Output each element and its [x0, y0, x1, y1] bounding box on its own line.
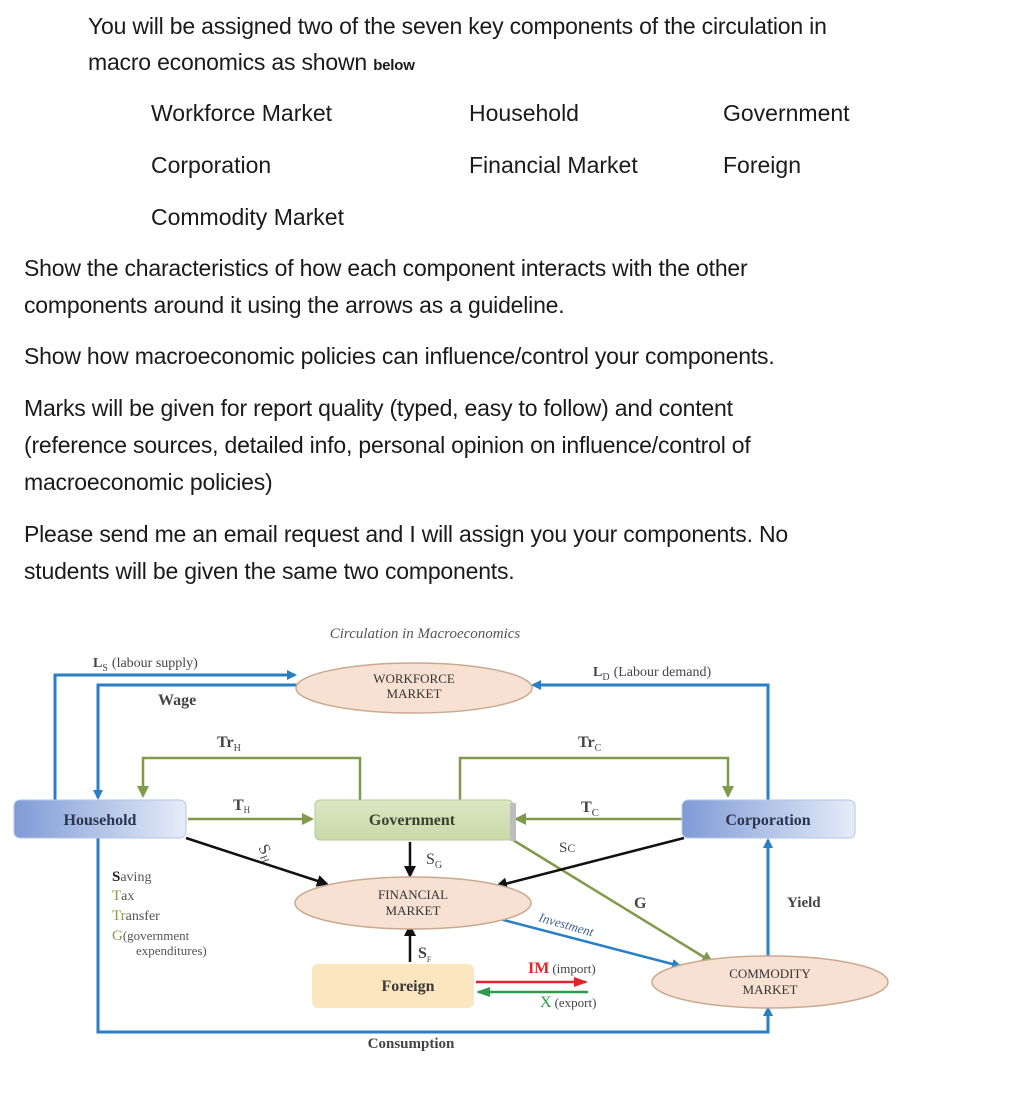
node-workforce-market: WORKFORCE MARKET — [295, 662, 533, 714]
corporation-label: Corporation — [725, 812, 810, 829]
commodity-label-2: MARKET — [743, 982, 798, 997]
government-expenditure-label: G — [634, 895, 647, 912]
component-corporation: Corporation — [151, 152, 272, 178]
component-household: Household — [469, 100, 579, 126]
intro-line-2-text: macro economics as shown — [88, 49, 367, 75]
wage-label: Wage — [158, 692, 196, 709]
component-financial-market: Financial Market — [469, 152, 638, 178]
component-commodity-market: Commodity Market — [151, 204, 344, 230]
tax-household-label: TH — [233, 797, 251, 815]
financial-label-1: FINANCIAL — [378, 887, 448, 902]
household-label: Household — [64, 812, 137, 829]
component-workforce-market: Workforce Market — [151, 100, 333, 126]
saving-foreign-label: SF — [418, 945, 432, 964]
saving-government-label: SG — [426, 851, 442, 871]
node-corporation: Corporation — [681, 799, 856, 839]
transfer-corporation-label: TrC — [578, 734, 602, 754]
legend-transfer: Transfer — [112, 908, 160, 924]
government-expenditure-arrow — [512, 838, 714, 964]
instruction-3-line-2: (reference sources, detailed info, perso… — [24, 432, 751, 458]
export-label: X(export) — [540, 994, 596, 1011]
intro-line-1: You will be assigned two of the seven ke… — [88, 13, 827, 39]
investment-label: Investment — [536, 909, 596, 939]
yield-label: Yield — [787, 895, 821, 911]
node-financial-market: FINANCIAL MARKET — [294, 876, 532, 930]
legend-saving: Saving — [112, 869, 151, 885]
commodity-label-1: COMMODITY — [729, 966, 811, 981]
labour-demand-arrow — [531, 680, 770, 800]
component-government: Government — [723, 100, 850, 126]
saving-corporation-arrow — [495, 836, 685, 890]
instruction-1-line-1: Show the characteristics of how each com… — [24, 255, 748, 281]
tax-corporation-label: TC — [581, 799, 599, 819]
component-foreign: Foreign — [723, 152, 801, 178]
instruction-4-line-1: Please send me an email request and I wi… — [24, 521, 788, 547]
legend-government-expenditure-cont: expenditures) — [136, 943, 207, 958]
instruction-1-line-2: components around it using the arrows as… — [24, 292, 565, 318]
instruction-3-line-1: Marks will be given for report quality (… — [24, 395, 733, 421]
node-household: Household — [13, 799, 187, 839]
node-foreign: Foreign — [312, 964, 474, 1008]
saving-household-arrow — [185, 836, 329, 887]
saving-corporation-label: SC — [559, 840, 575, 856]
instruction-3-line-3: macroeconomic policies) — [24, 469, 273, 495]
instruction-4-line-2: students will be given the same two comp… — [24, 558, 515, 584]
node-government: Government — [314, 799, 516, 841]
workforce-label-1: WORKFORCE — [373, 671, 455, 686]
workforce-label-2: MARKET — [387, 686, 442, 701]
node-commodity-market: COMMODITY MARKET — [651, 955, 889, 1009]
instruction-2: Show how macroeconomic policies can infl… — [24, 343, 775, 369]
legend-tax: Tax — [112, 888, 134, 904]
consumption-label: Consumption — [368, 1036, 455, 1052]
labour-supply-arrow — [53, 670, 297, 800]
government-label: Government — [369, 812, 456, 829]
import-label: IM(import) — [528, 960, 596, 977]
transfer-corporation-arrow — [458, 756, 734, 800]
circulation-diagram: Circulation in Macroeconomics WORKFORCE … — [13, 626, 889, 1052]
wage-arrow — [93, 683, 297, 800]
transfer-household-label: TrH — [217, 734, 241, 754]
intro-line-2: macro economics as shown below — [88, 44, 415, 84]
diagram-legend: Saving Tax Transfer G(government expendi… — [112, 869, 207, 958]
legend-government-expenditure: G(government — [112, 928, 190, 944]
financial-label-2: MARKET — [386, 903, 441, 918]
transfer-household-arrow — [137, 756, 362, 800]
labour-demand-label: LD(Labour demand) — [593, 665, 711, 683]
labour-supply-label: LS(labour supply) — [93, 656, 198, 674]
consumption-arrow — [96, 838, 773, 1034]
diagram-title: Circulation in Macroeconomics — [330, 626, 521, 642]
foreign-label: Foreign — [381, 978, 434, 995]
intro-line-2-suffix: below — [373, 57, 415, 74]
